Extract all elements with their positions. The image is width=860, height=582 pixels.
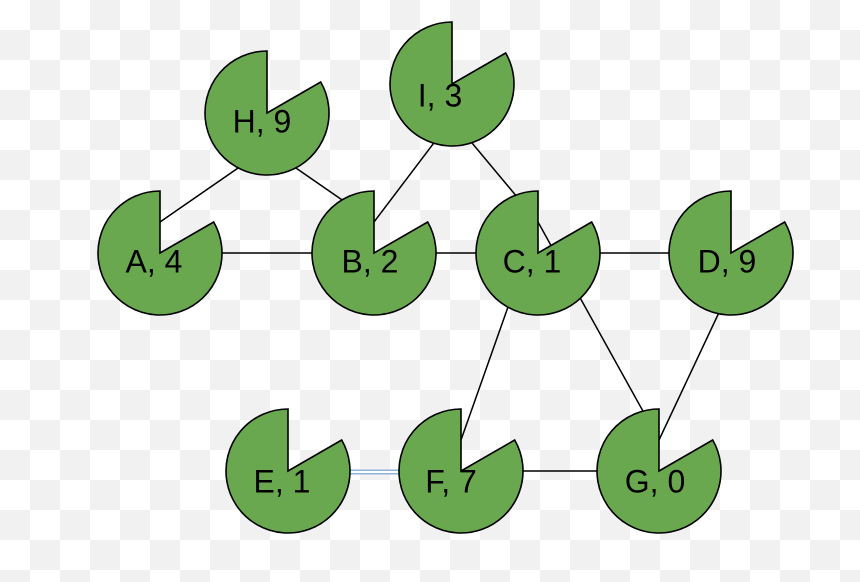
node-label: B, 2 bbox=[342, 243, 399, 279]
lily-pad-shape bbox=[668, 190, 794, 316]
lily-pad-shape bbox=[225, 408, 351, 534]
node-label: H, 9 bbox=[233, 103, 292, 139]
lily-pad-shape bbox=[204, 50, 330, 176]
lily-pad-shape bbox=[398, 408, 524, 534]
nodes-layer: H, 9 I, 3 A, 4 B, 2 C, 1 D, 9 E, 1 F, 7 G, 0 bbox=[97, 21, 794, 534]
lily-pad-shape bbox=[596, 408, 722, 534]
node-label: G, 0 bbox=[625, 463, 685, 499]
node-i[interactable]: I, 3 bbox=[389, 21, 515, 147]
node-label: D, 9 bbox=[698, 243, 757, 279]
node-label: A, 4 bbox=[126, 243, 183, 279]
node-d[interactable]: D, 9 bbox=[668, 190, 794, 316]
lily-pad-shape bbox=[97, 190, 223, 316]
node-label: E, 1 bbox=[254, 463, 311, 499]
node-f[interactable]: F, 7 bbox=[398, 408, 524, 534]
node-label: I, 3 bbox=[418, 77, 462, 113]
node-h[interactable]: H, 9 bbox=[204, 50, 330, 176]
node-a[interactable]: A, 4 bbox=[97, 190, 223, 316]
lily-pad-shape bbox=[311, 190, 437, 316]
node-label: F, 7 bbox=[425, 463, 477, 499]
node-g[interactable]: G, 0 bbox=[596, 408, 722, 534]
node-c[interactable]: C, 1 bbox=[475, 190, 601, 316]
lily-pad-shape bbox=[475, 190, 601, 316]
node-e[interactable]: E, 1 bbox=[225, 408, 351, 534]
lily-pad-shape bbox=[389, 21, 515, 147]
node-label: C, 1 bbox=[503, 243, 562, 279]
node-b[interactable]: B, 2 bbox=[311, 190, 437, 316]
